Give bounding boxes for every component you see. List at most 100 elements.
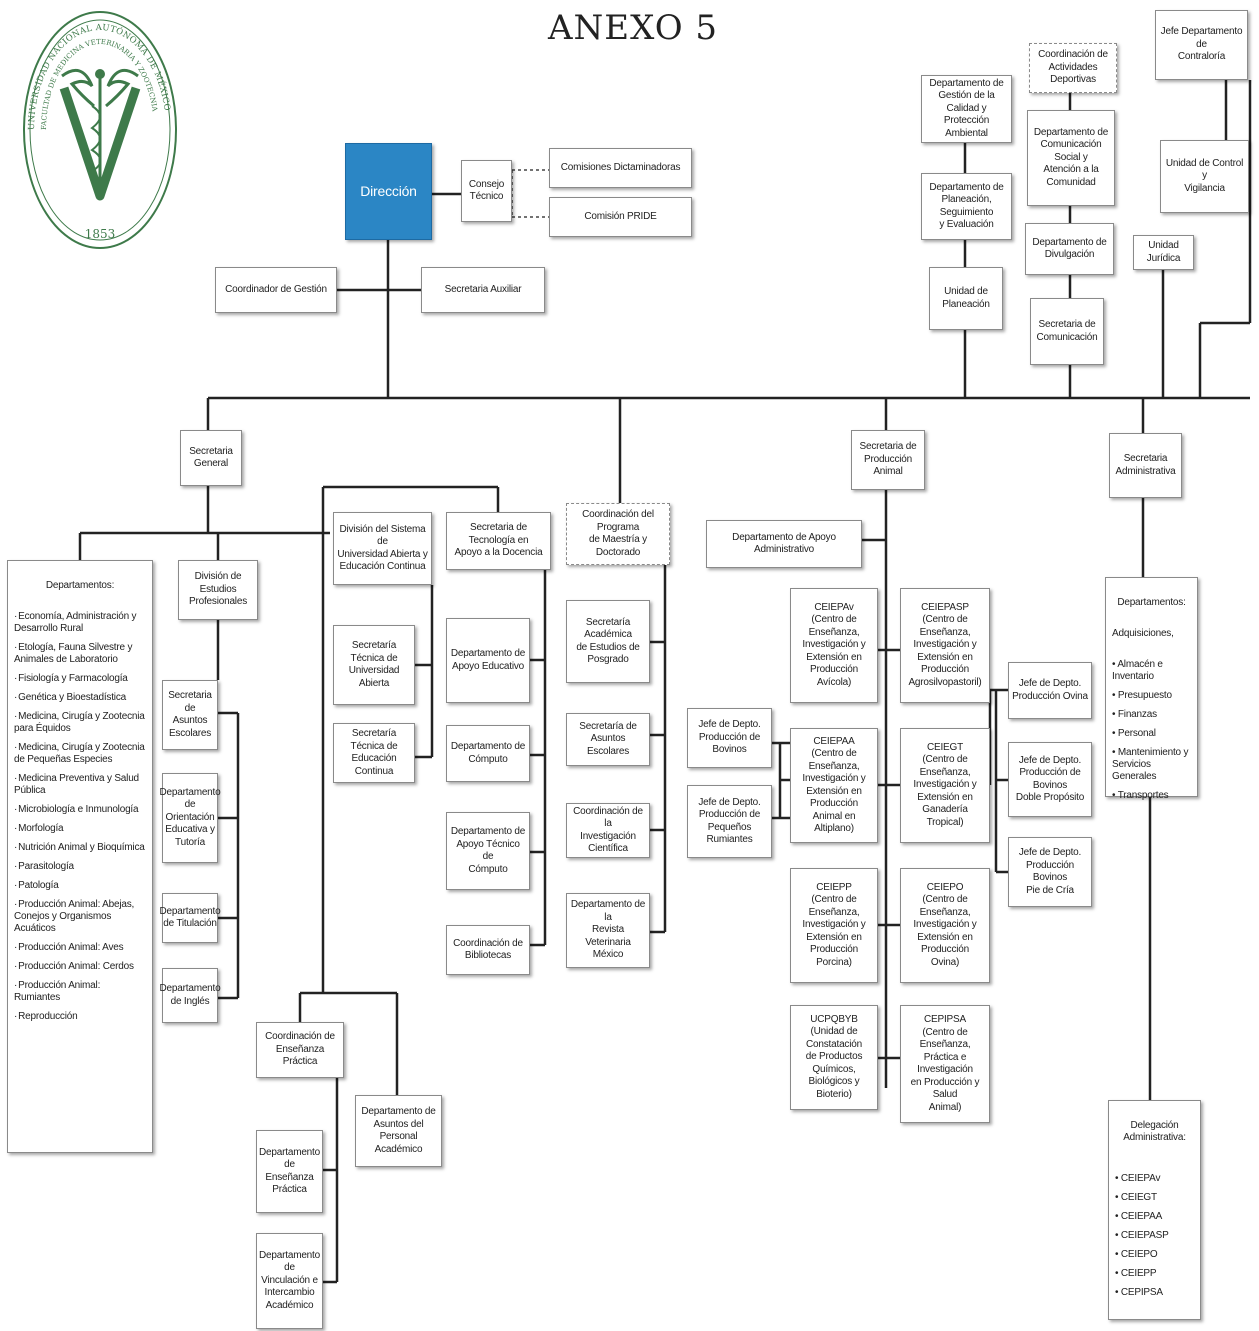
departamento-item: Medicina Preventiva y Salud Pública (14, 773, 146, 797)
delegacion-item: CEPIPSA (1115, 1287, 1194, 1299)
departamentos-heading: Departamentos: (45, 579, 115, 591)
node-comunicacion-social: Departamento de Comunicación Social y At… (1027, 110, 1115, 206)
node-ceiepasp: CEIEPASP (Centro de Enseñanza, Investiga… (900, 588, 990, 703)
admin-departamentos-items: Almacén e InventarioPresupuestoFinanzasP… (1112, 659, 1191, 802)
node-investigacion-cientifica: Coordinación de la Investigación Científ… (566, 803, 650, 858)
node-titulacion: Departamento de Titulación (160, 893, 221, 943)
node-computo: Departamento de Cómputo (446, 725, 530, 782)
delegacion-item: CEIEPASP (1115, 1230, 1194, 1242)
node-orientacion-educativa: Departamento de Orientación Educativa y … (160, 773, 221, 863)
node-secretaria-general: Secretaria General (180, 430, 242, 486)
node-unidad-juridica: Unidad Jurídica (1133, 235, 1194, 270)
node-personal-academico: Departamento de Asuntos del Personal Aca… (355, 1095, 442, 1167)
departamento-item: Nutrición Animal y Bioquímica (14, 842, 146, 854)
node-asuntos-escolares: Secretaria de Asuntos Escolares (162, 680, 218, 750)
delegacion-item: CEIEGT (1115, 1192, 1194, 1204)
node-st-universidad-abierta: Secretaría Técnica de Universidad Abiert… (333, 625, 415, 705)
node-admin-departamentos: Departamentos: Adquisiciones, Almacén e … (1105, 577, 1198, 801)
node-division-estudios-profesionales: División de Estudios Profesionales (178, 560, 258, 620)
node-secretaria-comunicacion: Secretaria de Comunicación (1030, 298, 1104, 365)
node-division-suayed: División del Sistema de Universidad Abie… (333, 512, 432, 585)
node-apoyo-educativo: Departamento de Apoyo Educativo (446, 618, 530, 703)
delegacion-item: CEIEPP (1115, 1268, 1194, 1280)
node-vinculacion: Departamento de Vinculación e Intercambi… (256, 1233, 323, 1329)
departamento-item: Morfología (14, 823, 146, 835)
node-consejo-tecnico: Consejo Técnico (461, 160, 512, 222)
delegacion-item: CEIEPAv (1115, 1173, 1194, 1185)
node-unidad-planeacion: Unidad de Planeación (929, 267, 1003, 330)
departamento-item: Producción Animal: Rumiantes (14, 980, 146, 1004)
departamento-item: Genética y Bioestadística (14, 692, 146, 704)
node-ceiepaa: CEIEPAA (Centro de Enseñanza, Investigac… (790, 728, 878, 843)
node-jefe-bovinos: Jefe de Depto. Producción de Bovinos (687, 708, 772, 768)
node-revista-veterinaria: Departamento de la Revista Veterinaria M… (566, 893, 650, 968)
node-planeacion-seguimiento: Departamento de Planeación, Seguimiento … (921, 173, 1012, 240)
node-secretaria-tecnologia: Secretaria de Tecnología en Apoyo a la D… (446, 512, 551, 570)
node-ceiegt: CEIEGT (Centro de Enseñanza, Investigaci… (900, 728, 990, 843)
delegacion-heading: Delegación Administrativa: (1123, 1119, 1186, 1144)
admin-departamento-item: Mantenimiento y Servicios Generales (1112, 747, 1191, 783)
departamento-item: Medicina, Cirugía y Zootecnia de Pequeña… (14, 742, 146, 766)
departamento-item: Producción Animal: Aves (14, 942, 146, 954)
node-secretaria-administrativa: Secretaria Administrativa (1109, 433, 1182, 498)
node-coordinacion-ensenanza-practica: Coordinación de Enseñanza Práctica (256, 1022, 344, 1078)
node-bibliotecas: Coordinación de Bibliotecas (446, 925, 530, 975)
admin-departamento-item: Finanzas (1112, 709, 1191, 721)
seal-year: 1853 (85, 227, 116, 241)
admin-departamento-item: Personal (1112, 728, 1191, 740)
node-st-educacion-continua: Secretaría Técnica de Educación Continua (333, 723, 415, 783)
departamento-item: Patología (14, 880, 146, 892)
departamento-item: Fisiología y Farmacología (14, 673, 146, 685)
node-jefe-ovina: Jefe de Depto. Producción Ovina (1008, 662, 1092, 719)
node-apoyo-administrativo: Departamento de Apoyo Administrativo (706, 520, 862, 568)
delegacion-item: CEIEPAA (1115, 1211, 1194, 1223)
node-divulgacion: Departamento de Divulgación (1025, 223, 1114, 275)
node-control-vigilancia: Unidad de Control y Vigilancia (1160, 140, 1249, 213)
departamento-item: Medicina, Cirugía y Zootecnia para Équid… (14, 711, 146, 735)
departamento-item: Producción Animal: Abejas, Conejos y Org… (14, 899, 146, 935)
node-coordinador-gestion: Coordinador de Gestión (215, 267, 337, 313)
node-secretaria-produccion-animal: Secretaria de Producción Animal (851, 430, 925, 490)
admin-departamentos-subheading: Adquisiciones, (1112, 627, 1174, 639)
admin-departamento-item: Almacén e Inventario (1112, 659, 1191, 683)
node-jefe-pie-cria: Jefe de Depto. Producción Bovinos Pie de… (1008, 837, 1092, 907)
node-cepipsa: CEPIPSA (Centro de Enseñanza, Práctica e… (900, 1005, 990, 1123)
node-direccion: Dirección (345, 143, 432, 240)
node-contraloria: Jefe Departamento de Contraloría (1155, 10, 1248, 80)
departamento-item: Microbiología e Inmunología (14, 804, 146, 816)
departamento-item: Producción Animal: Cerdos (14, 961, 146, 973)
admin-departamento-item: Transportes (1112, 790, 1191, 802)
page-title: ANEXO 5 (548, 8, 719, 48)
node-ceiepo: CEIEPO (Centro de Enseñanza, Investigaci… (900, 868, 990, 983)
admin-departamentos-heading: Departamentos: (1117, 596, 1186, 608)
departamento-item: Economía, Administración y Desarrollo Ru… (14, 611, 146, 635)
unam-fmvz-seal-logo: UNIVERSIDAD NACIONAL AUTÓNOMA DE MÉXICO … (23, 11, 177, 249)
node-delegacion-administrativa: Delegación Administrativa: CEIEPAvCEIEGT… (1108, 1100, 1201, 1320)
node-ucpqbyb: UCPQBYB (Unidad de Constatación de Produ… (790, 1005, 878, 1110)
departamento-item: Etología, Fauna Silvestre y Animales de … (14, 642, 146, 666)
node-ceiepp: CEIEPP (Centro de Enseñanza, Investigaci… (790, 868, 878, 983)
node-comisiones-dictaminadoras: Comisiones Dictaminadoras (549, 148, 692, 188)
node-actividades-deportivas: Coordinación de Actividades Deportivas (1029, 43, 1117, 93)
node-asuntos-escolares-posgrado: Secretaría de Asuntos Escolares (566, 713, 650, 766)
node-gestion-calidad: Departamento de Gestión de la Calidad y … (921, 75, 1012, 143)
node-depto-ensenanza-practica: Departamento de Enseñanza Práctica (256, 1130, 323, 1213)
node-jefe-pequenos-rumiantes: Jefe de Depto. Producción de Pequeños Ru… (687, 785, 772, 858)
delegacion-item: CEIEPO (1115, 1249, 1194, 1261)
departamentos-items: Economía, Administración y Desarrollo Ru… (14, 611, 146, 1023)
node-jefe-doble-proposito: Jefe de Depto. Producción de Bovinos Dob… (1008, 742, 1092, 817)
node-secretaria-auxiliar: Secretaria Auxiliar (421, 267, 545, 313)
delegacion-items: CEIEPAvCEIEGT CEIEPAA CEIEPASP CEIEPO CEIEPP… (1115, 1173, 1194, 1299)
admin-departamento-item: Presupuesto (1112, 690, 1191, 702)
node-comision-pride: Comisión PRIDE (549, 197, 692, 237)
node-apoyo-tecnico-computo: Departamento de Apoyo Técnico de Cómputo (446, 812, 530, 890)
departamento-item: Parasitología (14, 861, 146, 873)
node-ingles: Departamento de Inglés (160, 968, 221, 1023)
node-coordinacion-posgrado: Coordinación del Programa de Maestría y … (566, 503, 670, 565)
departamento-item: Reproducción (14, 1011, 146, 1023)
node-academica-posgrado: Secretaría Académica de Estudios de Posg… (566, 600, 650, 683)
node-departamentos-list: Departamentos: Economía, Administración … (7, 560, 153, 1153)
node-ceiepav: CEIEPAv (Centro de Enseñanza, Investigac… (790, 588, 878, 703)
